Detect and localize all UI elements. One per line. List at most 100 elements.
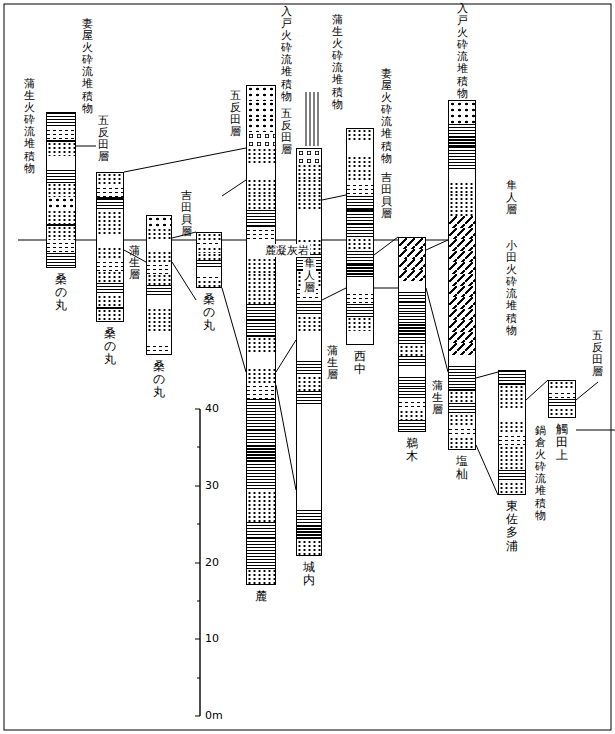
- scale-tick: [197, 601, 200, 602]
- rock-layer: [297, 510, 321, 525]
- formation-name: 妻屋火砕流堆積物: [381, 68, 392, 165]
- rock-layer: [247, 289, 275, 304]
- rock-layer: [47, 142, 75, 156]
- column-body: [448, 100, 476, 450]
- rock-layer: [247, 179, 275, 194]
- rock-layer: [97, 247, 123, 259]
- formation-name: 蒲生層: [327, 345, 338, 381]
- column-body: [96, 172, 124, 322]
- rock-layer: [297, 465, 321, 480]
- rock-layer: [399, 345, 425, 356]
- section-column: 鵜木: [398, 237, 426, 463]
- rock-layer: [247, 86, 275, 101]
- rock-layer: [247, 352, 275, 367]
- rock-layer: [247, 553, 275, 568]
- rock-layer: [499, 470, 525, 482]
- correlation-line: [322, 288, 346, 300]
- rock-layer: [147, 320, 171, 332]
- rock-layer: [347, 317, 373, 330]
- rock-layer: [347, 156, 373, 169]
- rock-layer: [297, 376, 321, 391]
- rock-layer: [197, 280, 221, 287]
- rock-layer: [147, 308, 171, 320]
- rock-layer: [247, 210, 275, 225]
- rock-layer: [247, 383, 275, 398]
- column-body: [346, 128, 374, 345]
- rock-layer: [499, 433, 525, 445]
- correlation-line: [276, 340, 296, 372]
- rock-layer: [297, 480, 321, 495]
- rock-layer: [399, 399, 425, 410]
- formation-name: 鍋倉火砕流堆積物: [535, 425, 546, 522]
- rock-layer: [247, 507, 275, 522]
- rock-layer: [399, 388, 425, 399]
- rock-layer: [499, 409, 525, 421]
- correlation-line: [124, 148, 246, 172]
- rock-layer: [449, 366, 475, 378]
- rock-layer: [399, 292, 425, 303]
- scale-number: 0m: [205, 709, 223, 722]
- formation-name: 吉田貝層: [181, 190, 192, 238]
- rock-layer: [449, 147, 475, 159]
- locality-name: 麓: [255, 590, 267, 603]
- formation-name: 小田火砕流堆積物: [506, 240, 517, 337]
- scale-tick: [195, 639, 200, 640]
- rock-layer: [97, 235, 123, 247]
- rock-layer: [297, 194, 321, 209]
- rock-layer: [499, 446, 525, 458]
- rock-layer: [499, 482, 525, 494]
- rock-layer: [399, 410, 425, 421]
- rock-layer: [147, 274, 171, 286]
- rock-layer: [247, 445, 275, 460]
- formation-name: 入戸火砕流堆積物: [457, 3, 468, 100]
- rock-layer: [449, 101, 475, 113]
- rock-layer: [449, 437, 475, 449]
- rock-layer: [297, 209, 321, 224]
- rock-layer: [97, 271, 123, 283]
- rock-layer: [297, 391, 321, 406]
- rock-layer: [347, 196, 373, 209]
- rock-layer: [197, 240, 221, 247]
- formation-name: 妻屋火砕流堆積物: [82, 18, 93, 115]
- rock-layer: [499, 371, 525, 383]
- rock-layer: [549, 399, 575, 408]
- column-body: [296, 148, 322, 556]
- section-column: 桑の丸: [96, 172, 124, 367]
- rock-layer: [197, 260, 221, 267]
- rock-layer: [97, 185, 123, 197]
- scale-tick: [197, 524, 200, 525]
- rock-layer: [399, 377, 425, 388]
- correlation-line: [526, 380, 548, 400]
- formation-name: 蒲生層: [432, 380, 443, 416]
- rock-layer: [347, 277, 373, 290]
- rock-layer: [47, 240, 75, 254]
- rock-layer: [247, 194, 275, 209]
- rock-layer: [449, 193, 475, 205]
- rock-layer: [247, 320, 275, 335]
- rock-layer: [47, 183, 75, 197]
- correlation-line: [222, 180, 246, 196]
- rock-layer: [449, 228, 475, 240]
- hatch-line: [306, 92, 307, 146]
- scale-number: 20: [205, 556, 219, 569]
- rock-layer: [399, 302, 425, 313]
- correlation-line: [476, 372, 498, 378]
- rock-layer: [197, 233, 221, 240]
- section-column: 觸田上: [548, 380, 576, 463]
- rock-layer: [47, 210, 75, 224]
- rock-layer: [247, 461, 275, 476]
- formation-name: 入戸火砕流堆積物: [281, 6, 292, 103]
- rock-layer: [197, 267, 221, 274]
- hatch-line: [318, 92, 319, 146]
- rock-layer: [297, 361, 321, 376]
- rock-layer: [297, 495, 321, 510]
- rock-layer: [347, 224, 373, 237]
- locality-name: 西中: [354, 350, 366, 376]
- rock-layer: [147, 297, 171, 309]
- rock-layer: [247, 430, 275, 445]
- locality-name: 東佐多浦: [506, 500, 518, 553]
- section-column: 西中: [346, 128, 374, 376]
- rock-layer: [399, 270, 425, 281]
- column-body: [398, 237, 426, 432]
- rock-layer: [347, 142, 373, 155]
